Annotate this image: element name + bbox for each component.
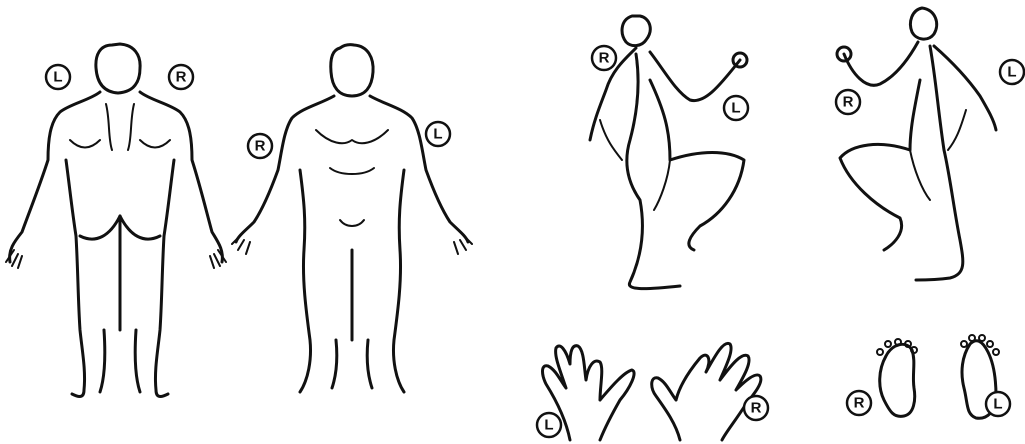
svg-text:R: R <box>176 69 187 86</box>
back-view-right-badge: R <box>169 65 193 89</box>
front-view-right-badge: L <box>426 122 450 146</box>
left-side-view-top-badge: L <box>1000 60 1024 84</box>
svg-text:L: L <box>1007 64 1016 81</box>
svg-text:L: L <box>53 69 62 86</box>
svg-text:L: L <box>993 396 1002 413</box>
svg-text:L: L <box>731 100 740 117</box>
svg-text:R: R <box>751 400 762 417</box>
front-view-figure <box>232 45 472 392</box>
svg-text:L: L <box>544 417 553 434</box>
back-view-left-badge: L <box>46 65 70 89</box>
left-side-view-figure <box>837 8 996 280</box>
front-view-left-badge: R <box>248 134 272 158</box>
svg-text:R: R <box>599 50 610 67</box>
feet-figure <box>877 335 999 418</box>
feet-left-badge: R <box>847 391 871 415</box>
hands-figure <box>543 343 761 440</box>
hands-right-badge: R <box>744 396 768 420</box>
svg-text:R: R <box>854 395 865 412</box>
back-view-figure <box>6 44 226 397</box>
right-side-view-bottom-badge: L <box>724 96 748 120</box>
svg-text:L: L <box>433 126 442 143</box>
hands-left-badge: L <box>537 413 561 437</box>
left-side-view-bottom-badge: R <box>836 90 860 114</box>
svg-text:R: R <box>843 94 854 111</box>
feet-right-badge: L <box>986 392 1010 416</box>
right-side-view-top-badge: R <box>592 46 616 70</box>
svg-text:R: R <box>255 138 266 155</box>
